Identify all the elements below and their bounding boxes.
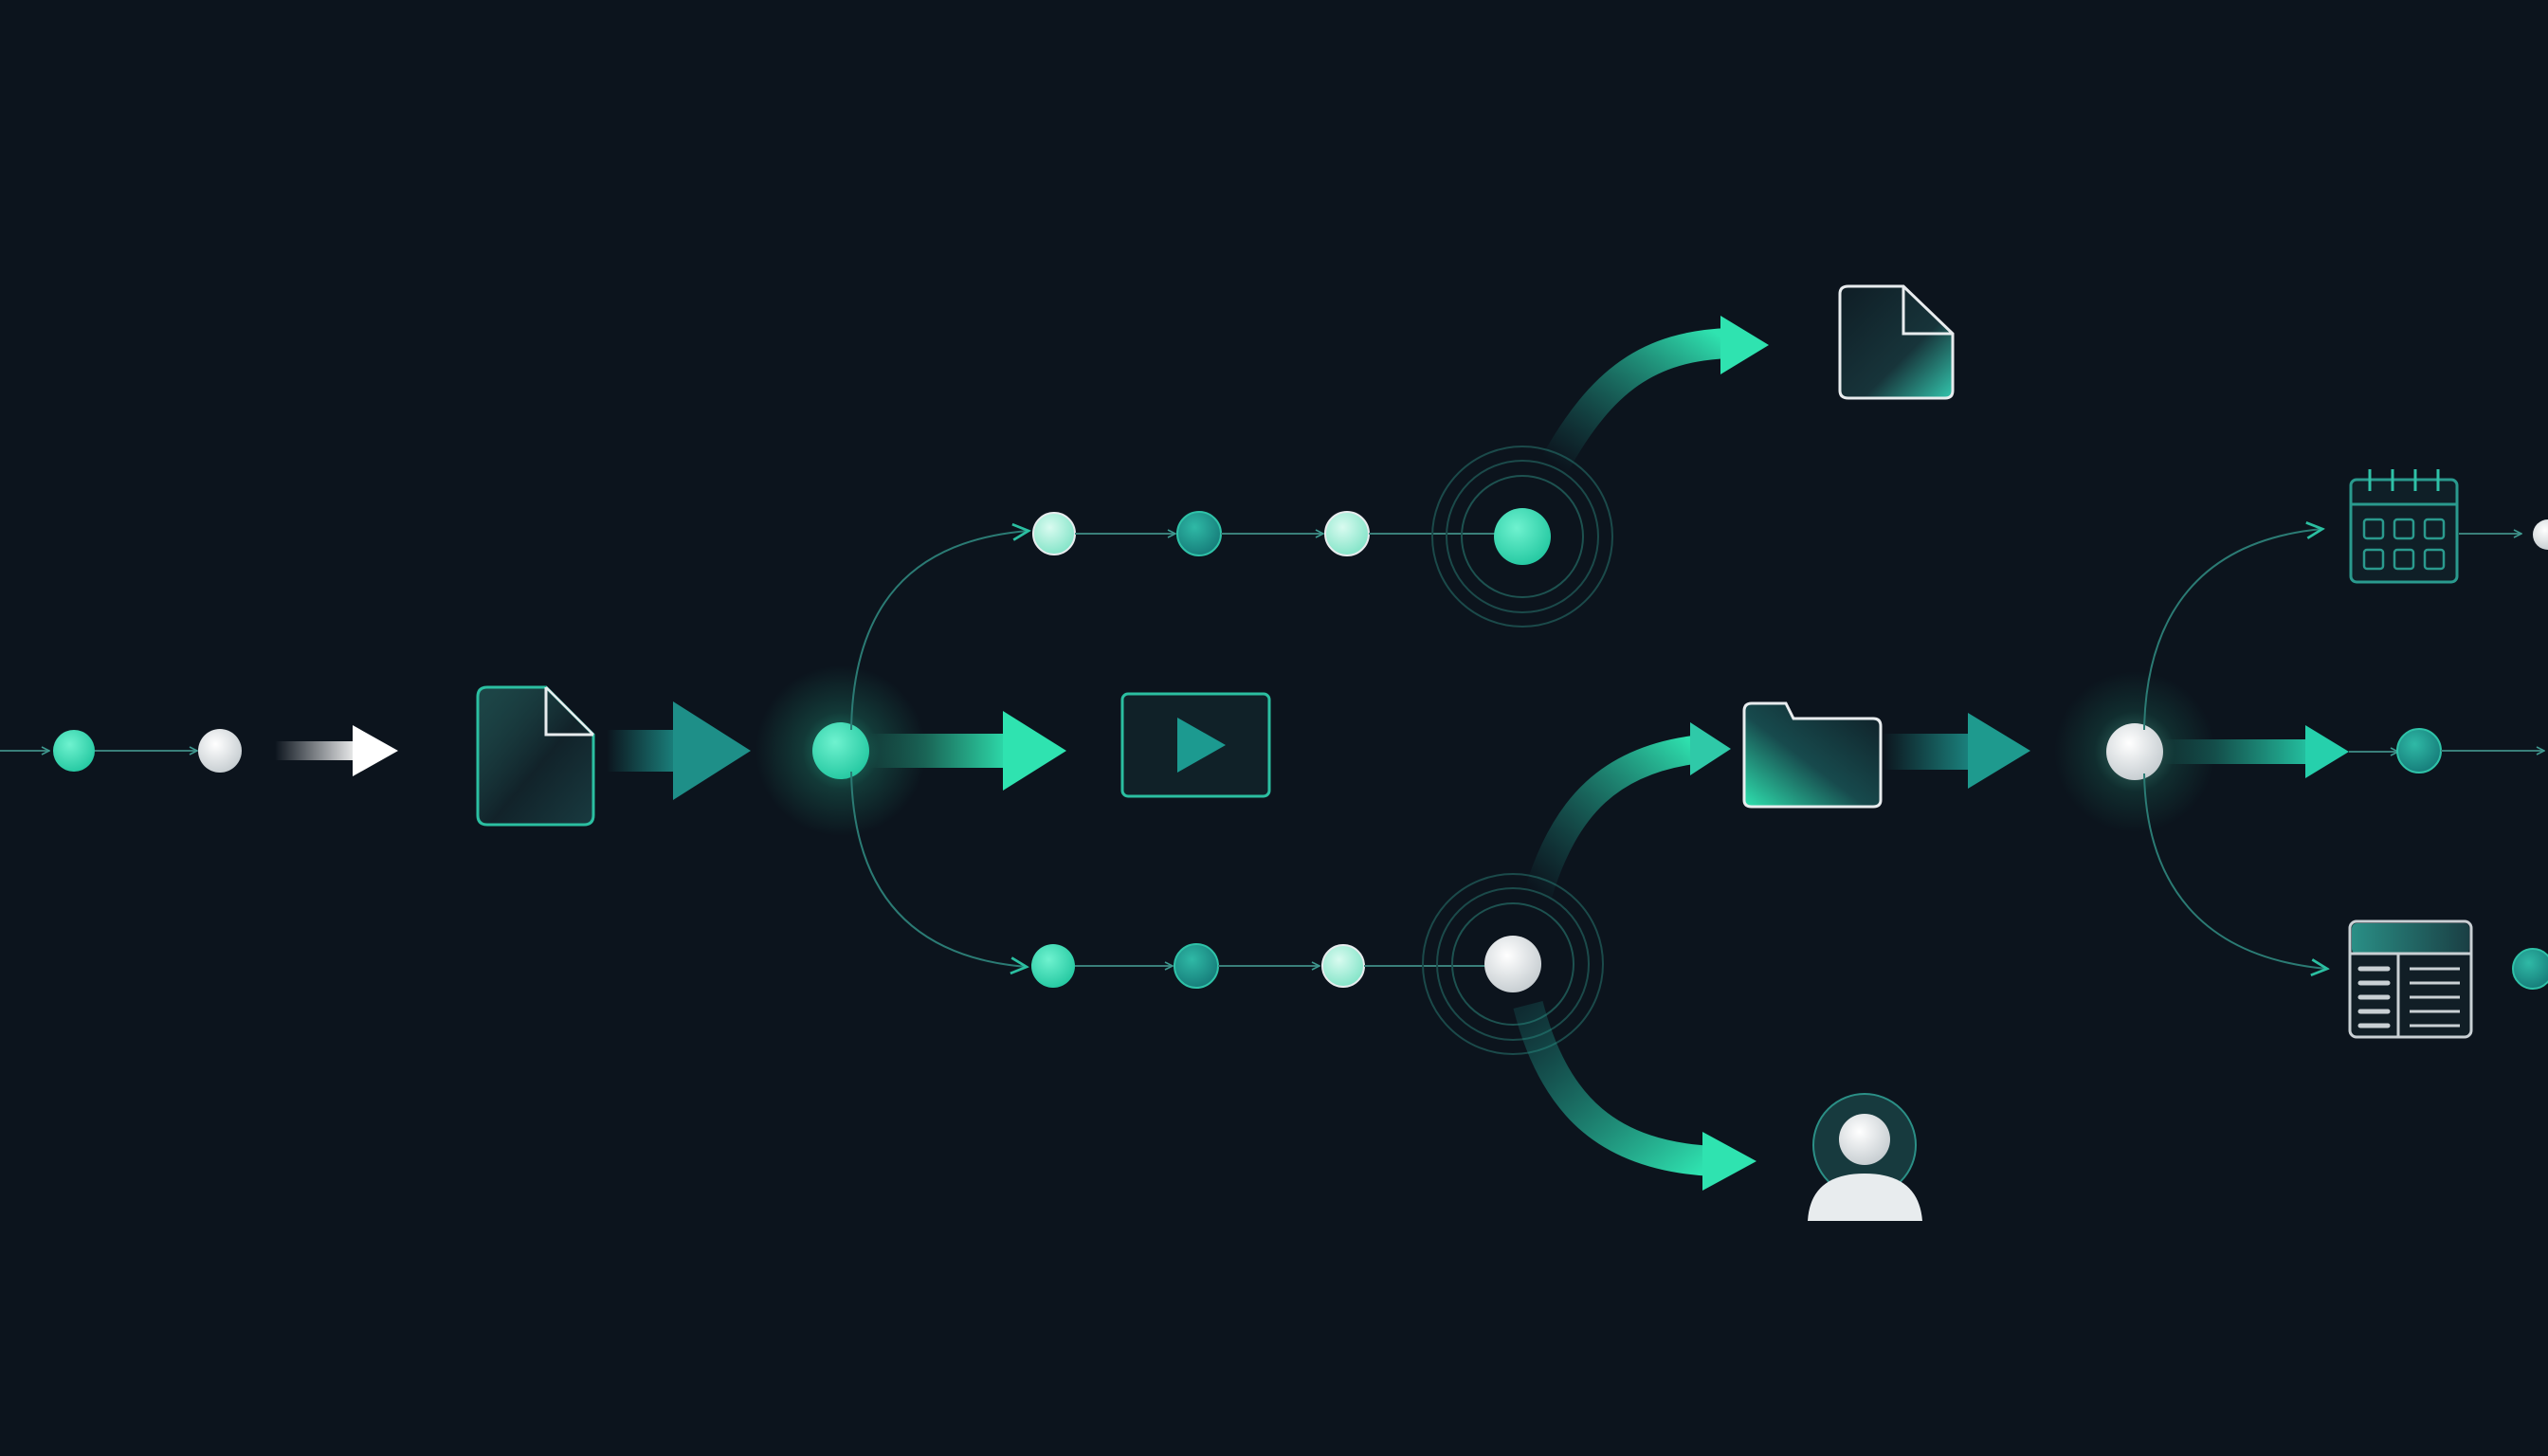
node-teal	[1031, 944, 1075, 988]
node-mint	[1032, 512, 1076, 555]
node-teal	[53, 730, 95, 772]
ripple-node	[1422, 873, 1604, 1055]
curved-flow-arrow	[1513, 1001, 1715, 1176]
branch-connector	[850, 531, 1028, 731]
branch-connector	[2143, 773, 2327, 969]
node-mint	[1321, 944, 1365, 988]
arrow-head	[1720, 316, 1769, 374]
curved-flow-arrow	[1541, 328, 1731, 472]
lower-branch	[1031, 722, 1756, 1191]
arrow-head	[1690, 722, 1731, 775]
node-white	[2533, 519, 2548, 550]
flow-arrow	[2163, 725, 2349, 778]
node-dark-teal	[1174, 943, 1219, 989]
arrow-tail	[275, 741, 362, 760]
calendar-icon	[2349, 469, 2459, 584]
node-dark-teal	[2396, 728, 2442, 774]
folder-icon	[1742, 701, 1883, 809]
arrow-head	[353, 725, 398, 776]
node-dark-teal	[2512, 948, 2548, 990]
node-white	[198, 729, 242, 773]
video-play-icon	[1120, 692, 1271, 798]
ripple-node	[1431, 446, 1613, 628]
flow-arrow	[607, 701, 751, 800]
branch-connector	[850, 771, 1027, 967]
node-mint	[1324, 511, 1370, 556]
flow-arrow	[1883, 713, 2030, 789]
flow-arrow	[870, 711, 1066, 791]
node-dark-teal	[1176, 511, 1222, 556]
source-document-icon	[476, 685, 595, 827]
user-icon	[1808, 1093, 1922, 1221]
table-icon	[2348, 919, 2473, 1039]
hub-node	[2054, 671, 2215, 832]
curved-flow-arrow	[1523, 735, 1703, 901]
output-document-icon	[1838, 284, 1955, 400]
upper-branch	[1032, 316, 1769, 628]
arrow-head	[1702, 1132, 1756, 1191]
hub-node	[755, 665, 926, 836]
input-stream	[0, 725, 398, 776]
branch-connector	[2143, 529, 2322, 731]
